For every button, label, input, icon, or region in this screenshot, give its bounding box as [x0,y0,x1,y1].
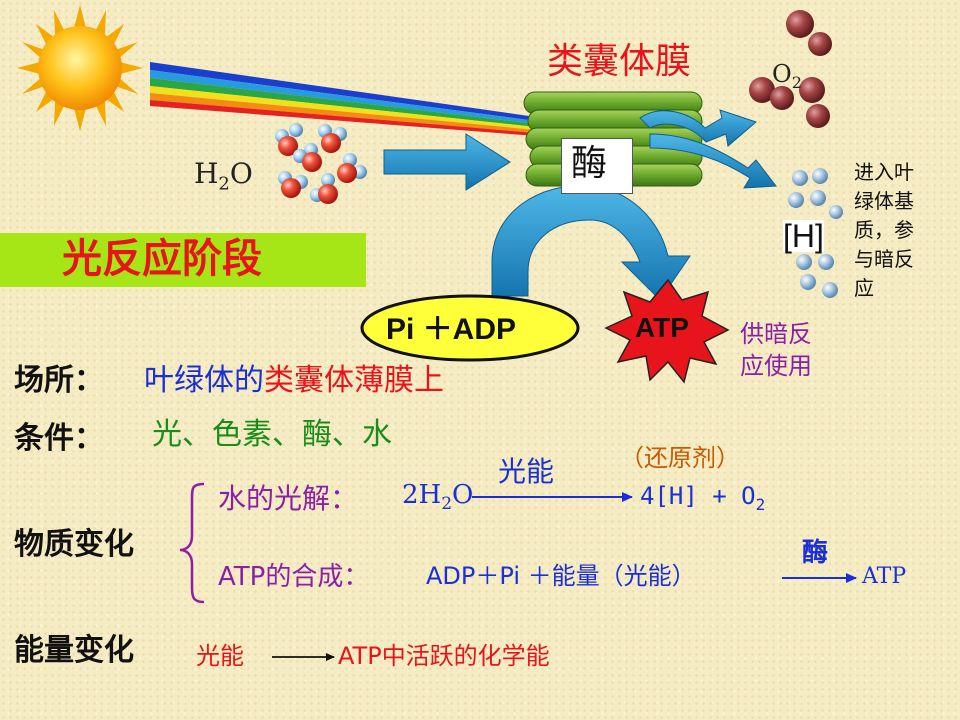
hydrogen-label: [H] [783,218,824,254]
hydrogen-note: 进入叶 绿体基 质，参 与暗反 应 [854,160,914,300]
enzyme-label: 酶 [571,143,608,184]
water-label: H2O [194,157,253,195]
energy-right: ATP中活跃的化学能 [338,642,550,670]
condition-label: 条件： [14,421,104,456]
stage-title: 光反应阶段 [62,236,262,282]
atp-synthesis-left: ADP＋Pi ＋能量（光能） [426,562,696,590]
photolysis-label: 水的光解： [218,482,359,515]
atp-synthesis-arrow [491,185,691,301]
atp-label: ATP [635,312,689,343]
light-beam [150,62,536,136]
pi-adp-label: Pi ＋ADP [386,313,517,346]
hydrogen-arrow [649,133,777,189]
matter-brace [179,482,205,604]
place-value: 叶绿体的类囊体薄膜上 [144,363,444,398]
enzyme-box [561,138,633,194]
photolysis-condition: 光能 [498,455,555,488]
water-molecules [275,123,367,204]
atp-synthesis-label: ATP的合成： [218,562,370,592]
pi-adp-ellipse [360,294,580,362]
place-label: 场所： [14,363,104,398]
photolysis-note: （还原剂） [620,444,740,472]
energy-label: 能量变化 [14,633,134,668]
atp-note: 供暗反 应使用 [740,320,812,380]
oxygen-molecules [749,10,832,128]
oxygen-label: O2 [772,60,802,92]
energy-left: 光能 [196,642,244,670]
oxygen-arrow [639,109,757,147]
atp-synthesis-right: ATP [862,564,907,589]
photolysis-right: 4[H] + O2 [640,482,766,514]
sun-icon [17,5,143,131]
matter-label: 物质变化 [14,527,134,562]
membrane-title: 类囊体膜 [547,41,692,82]
condition-value: 光、色素、酶、水 [152,417,392,452]
photolysis-left: 2H2O [402,480,474,515]
atp-synthesis-condition: 酶 [802,538,829,568]
water-arrow [383,133,511,191]
stage-banner [0,233,366,287]
atp-burst-icon [604,278,730,384]
hydrogen-molecules [788,168,843,298]
